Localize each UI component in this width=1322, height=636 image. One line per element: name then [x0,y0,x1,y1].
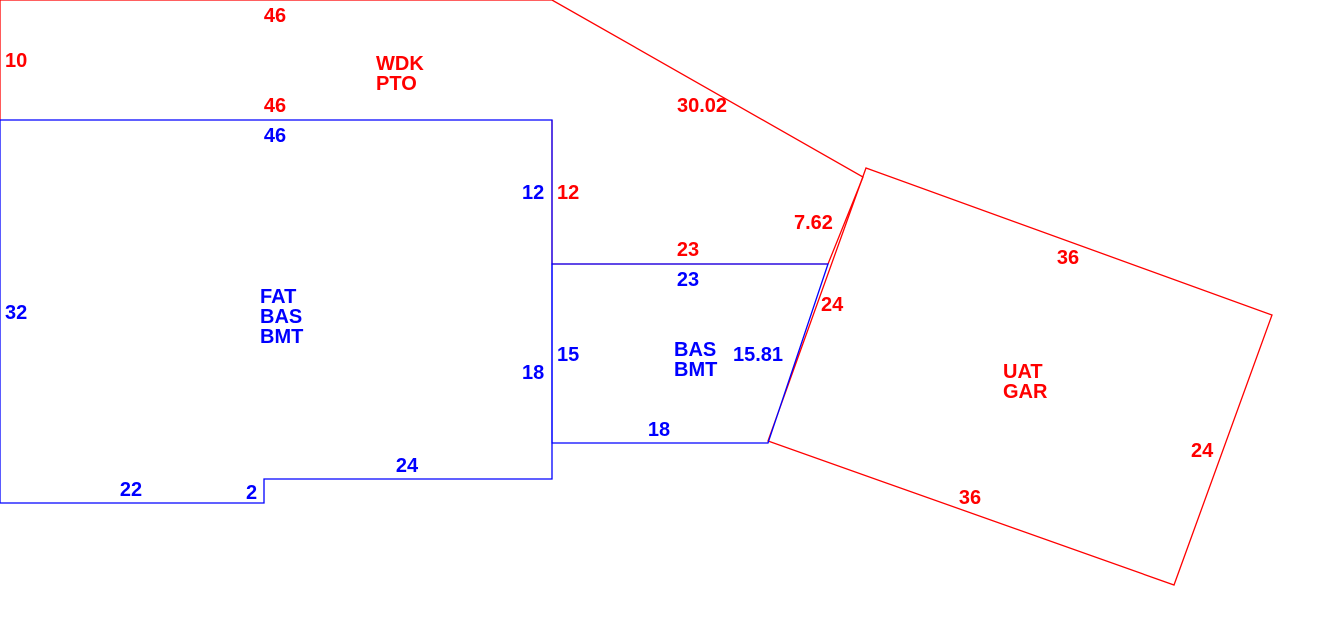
dim-label: 12 [557,182,579,204]
area-label: UAT [1003,361,1043,383]
dim-label: 36 [959,487,981,509]
area-label: GAR [1003,381,1048,403]
area-label: FAT [260,286,296,308]
area-label: BMT [674,359,717,381]
dim-label: 10 [5,50,27,72]
bas-addition-outline [551,263,829,444]
dim-label: 18 [522,362,544,384]
area-label: BAS [260,306,302,328]
area-label: BAS [674,339,716,361]
dim-label: 46 [264,125,286,147]
dim-label: 18 [648,419,670,441]
dim-label: 23 [677,239,699,261]
wdk-outline [0,0,864,265]
dim-label: 36 [1057,247,1079,269]
dim-label: 22 [120,479,142,501]
dim-label: 7.62 [794,212,833,234]
dim-label: 46 [264,5,286,27]
dim-label: 32 [5,302,27,324]
dim-label: 12 [522,182,544,204]
dim-label: 24 [821,294,844,316]
main-house-outline [0,119,553,504]
dim-label: 46 [264,95,286,117]
dim-label: 15.81 [733,344,783,366]
area-label: BMT [260,326,303,348]
dim-label: 23 [677,269,699,291]
garage-outline [767,167,1273,586]
area-label: WDK [376,53,424,75]
dim-label: 24 [1191,440,1214,462]
dim-label: 15 [557,344,579,366]
dim-label: 24 [396,455,419,477]
dim-label: 30.02 [677,95,727,117]
area-label: PTO [376,73,417,95]
dim-label: 2 [246,482,257,504]
